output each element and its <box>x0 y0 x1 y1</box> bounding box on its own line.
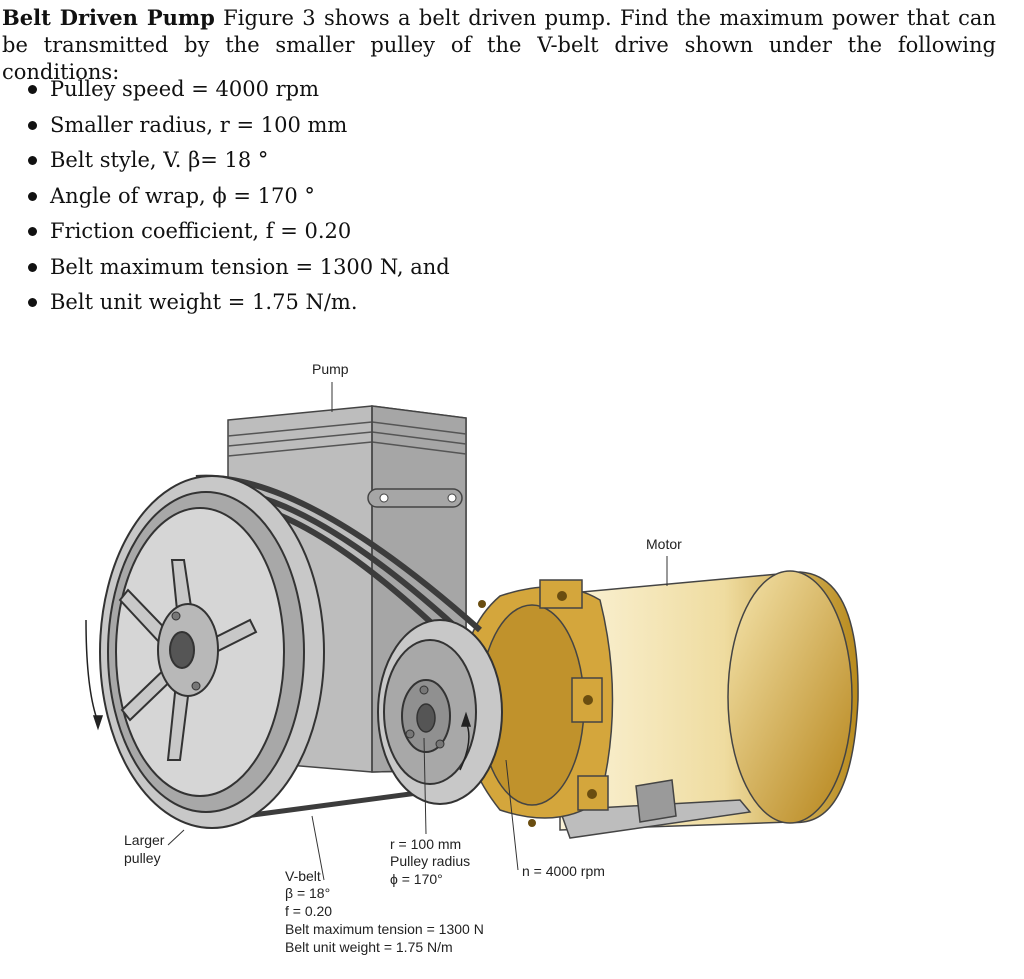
conditions-list: Pulley speed = 4000 rpm Smaller radius, … <box>28 74 450 323</box>
speed-label: n = 4000 rpm <box>522 863 605 879</box>
problem-text: Figure 3 shows a belt driven pump. Find … <box>2 6 996 84</box>
vbelt-friction-label: f = 0.20 <box>285 903 332 919</box>
problem-statement: Belt Driven Pump Figure 3 shows a belt d… <box>2 4 996 86</box>
motor-label: Motor <box>646 536 682 552</box>
larger-pulley-label: pulley <box>124 850 161 866</box>
small-pulley-radius-label: Pulley radius <box>390 853 470 869</box>
condition-item: Belt unit weight = 1.75 N/m. <box>28 287 450 323</box>
pump-label: Pump <box>312 361 349 377</box>
condition-item: Belt maximum tension = 1300 N, and <box>28 252 450 288</box>
belt-pump-figure: Pump Motor Larger pulley r = 100 mm Pull… <box>85 361 859 955</box>
small-pulley-phi-label: ϕ = 170° <box>390 871 443 887</box>
condition-item: Belt style, V. β= 18 ° <box>28 145 450 181</box>
vbelt-weight-label: Belt unit weight = 1.75 N/m <box>285 939 453 955</box>
vbelt-label: V-belt <box>285 868 321 884</box>
vbelt-beta-label: β = 18° <box>285 885 330 901</box>
vbelt-tension-label: Belt maximum tension = 1300 N <box>285 921 484 937</box>
condition-item: Angle of wrap, ϕ = 170 ° <box>28 181 450 217</box>
condition-item: Pulley speed = 4000 rpm <box>28 74 450 110</box>
small-pulley-r-label: r = 100 mm <box>390 836 461 852</box>
larger-pulley-label: Larger <box>124 832 165 848</box>
motor <box>459 570 859 839</box>
smaller-pulley <box>377 619 503 805</box>
problem-title: Belt Driven Pump <box>2 5 215 30</box>
condition-item: Friction coefficient, f = 0.20 <box>28 216 450 252</box>
larger-pulley <box>99 475 325 829</box>
condition-item: Smaller radius, r = 100 mm <box>28 110 450 146</box>
rotation-arrow-icon <box>85 619 472 771</box>
